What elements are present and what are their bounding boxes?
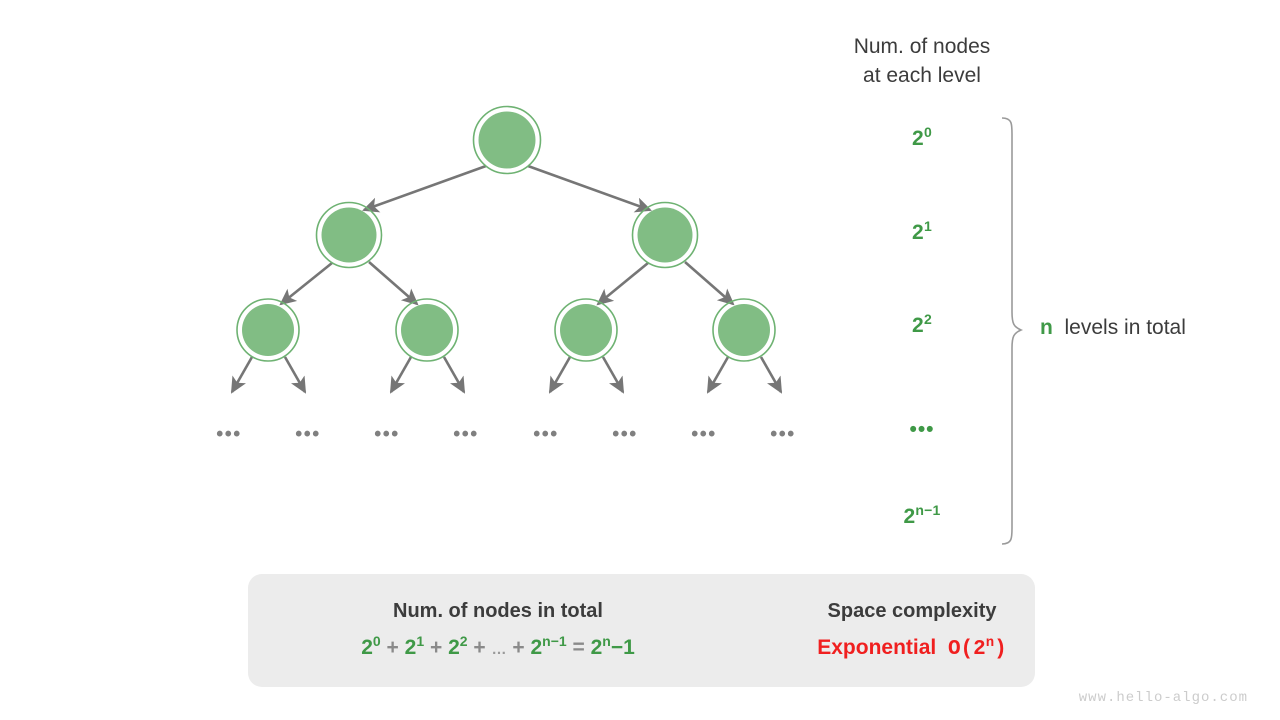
- level-label-1-base: 2: [912, 221, 924, 244]
- level-label-0: 20: [842, 124, 1002, 151]
- leaf-ellipsis-4: •••: [453, 423, 479, 446]
- level-label-1-exponent: 1: [923, 218, 932, 234]
- formula-op-0: +: [386, 636, 399, 659]
- summary-panel: Num. of nodes in total 20 + 21 + 22 + … …: [248, 574, 1035, 687]
- formula-term-3: 2n−1: [530, 633, 567, 659]
- page-title: Num. of nodes at each level: [853, 35, 991, 87]
- formula-term-2: 22: [448, 633, 468, 659]
- tree-nodes: [236, 105, 776, 362]
- level-label-last: 2n−1: [842, 502, 1002, 529]
- complexity-word: Exponential: [817, 636, 937, 659]
- complexity-bigo: O(2n): [947, 635, 1007, 661]
- levels-brace: [1001, 117, 1024, 545]
- edge-l1b-left: [596, 261, 649, 306]
- tree-node-root: [472, 105, 542, 175]
- leaf-ellipsis-6: •••: [612, 423, 638, 446]
- level-label-ellipsis-text: •••: [909, 418, 935, 441]
- stub-arrow-6: [601, 356, 625, 394]
- formula-op-1: +: [429, 636, 443, 659]
- edge-l1a-right: [368, 261, 419, 306]
- watermark: www.hello-algo.com: [1078, 690, 1248, 706]
- tree-node-l2-0: [236, 298, 300, 362]
- stub-arrow-2: [283, 356, 307, 394]
- stub-arrow-5: [548, 356, 572, 394]
- leaf-ellipsis-5: •••: [533, 423, 559, 446]
- space-complexity-value: Exponential O(2n): [788, 636, 1036, 661]
- stub-arrow-8: [759, 356, 783, 394]
- edge-root-right: [527, 164, 652, 213]
- tree-edges: [230, 164, 783, 394]
- edge-l1a-left: [279, 261, 333, 306]
- total-nodes-formula: 20 + 21 + 22 + … + 2n−1 = 2n−1: [248, 633, 748, 660]
- leaf-ellipsis-2: •••: [295, 423, 321, 446]
- summary-left-column: Num. of nodes in total 20 + 21 + 22 + … …: [248, 600, 748, 660]
- edge-root-left: [362, 164, 487, 213]
- formula-op-equals: =: [572, 636, 585, 659]
- tree-node-l2-1: [395, 298, 459, 362]
- stub-arrow-1: [230, 356, 254, 394]
- level-label-last-exponent: n−1: [915, 502, 941, 518]
- formula-ellipsis: …: [491, 641, 507, 658]
- levels-total-text: levels in total: [1064, 316, 1186, 339]
- level-label-2-exponent: 2: [923, 311, 932, 327]
- levels-total-note: n levels in total: [1040, 316, 1186, 340]
- level-label-1: 21: [842, 218, 1002, 245]
- tree-node-l2-3: [712, 298, 776, 362]
- formula-term-0: 20: [361, 633, 381, 659]
- leaf-ellipsis-8: •••: [770, 423, 796, 446]
- stub-arrow-7: [706, 356, 730, 394]
- edge-l1b-right: [684, 261, 735, 306]
- total-nodes-heading: Num. of nodes in total: [393, 600, 603, 622]
- leaf-ellipsis-7: •••: [691, 423, 717, 446]
- level-label-0-base: 2: [912, 127, 924, 150]
- space-complexity-heading: Space complexity: [827, 600, 997, 622]
- tree-node-l1-1: [631, 201, 699, 269]
- stub-arrow-3: [389, 356, 413, 394]
- tree-node-l1-0: [315, 201, 383, 269]
- formula-op-3: +: [512, 636, 525, 659]
- formula-op-2: +: [473, 636, 486, 659]
- summary-right-column: Space complexity Exponential O(2n): [788, 600, 1036, 661]
- level-label-2-base: 2: [912, 314, 924, 337]
- level-label-last-base: 2: [903, 505, 916, 528]
- level-label-0-exponent: 0: [923, 124, 932, 140]
- leaf-ellipsis-1: •••: [216, 423, 242, 446]
- level-label-2: 22: [842, 311, 1002, 338]
- tree-node-l2-2: [554, 298, 618, 362]
- level-label-ellipsis: •••: [842, 418, 1002, 442]
- formula-term-result: 2n−1: [590, 633, 635, 659]
- formula-term-1: 21: [404, 633, 425, 659]
- stub-arrow-4: [442, 356, 466, 394]
- leaf-ellipsis-3: •••: [374, 423, 400, 446]
- levels-total-variable: n: [1040, 316, 1053, 339]
